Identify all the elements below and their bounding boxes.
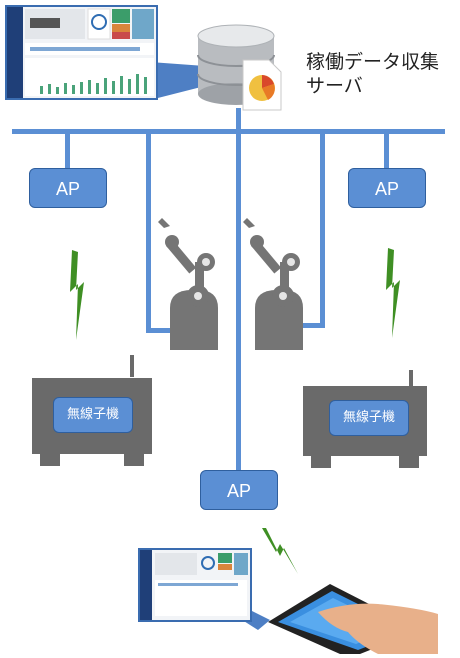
dashboard-monitor-icon [5, 5, 205, 100]
wireless-signal-icon [386, 248, 400, 338]
wireless-signal-icon [70, 250, 84, 340]
wireless-unit-label-right: 無線子機 [329, 400, 409, 436]
server-label-line2: サーバ [306, 75, 363, 97]
access-point-left: AP [29, 168, 107, 208]
robot-arm-icon [158, 218, 218, 350]
wireless-signal-icon [262, 528, 298, 574]
wireless-unit-label-left: 無線子機 [53, 397, 133, 433]
tablet-dashboard-screen [138, 548, 270, 630]
pie-chart-document-icon [242, 59, 282, 111]
hand-icon [318, 603, 438, 654]
server-label-line1: 稼働データ収集 [306, 51, 440, 73]
access-point-right: AP [348, 168, 426, 208]
server-label: 稼働データ収集 サーバ [306, 50, 439, 98]
robot-arm-icon [243, 218, 303, 350]
network-lines [12, 108, 445, 470]
access-point-bottom: AP [200, 470, 278, 510]
